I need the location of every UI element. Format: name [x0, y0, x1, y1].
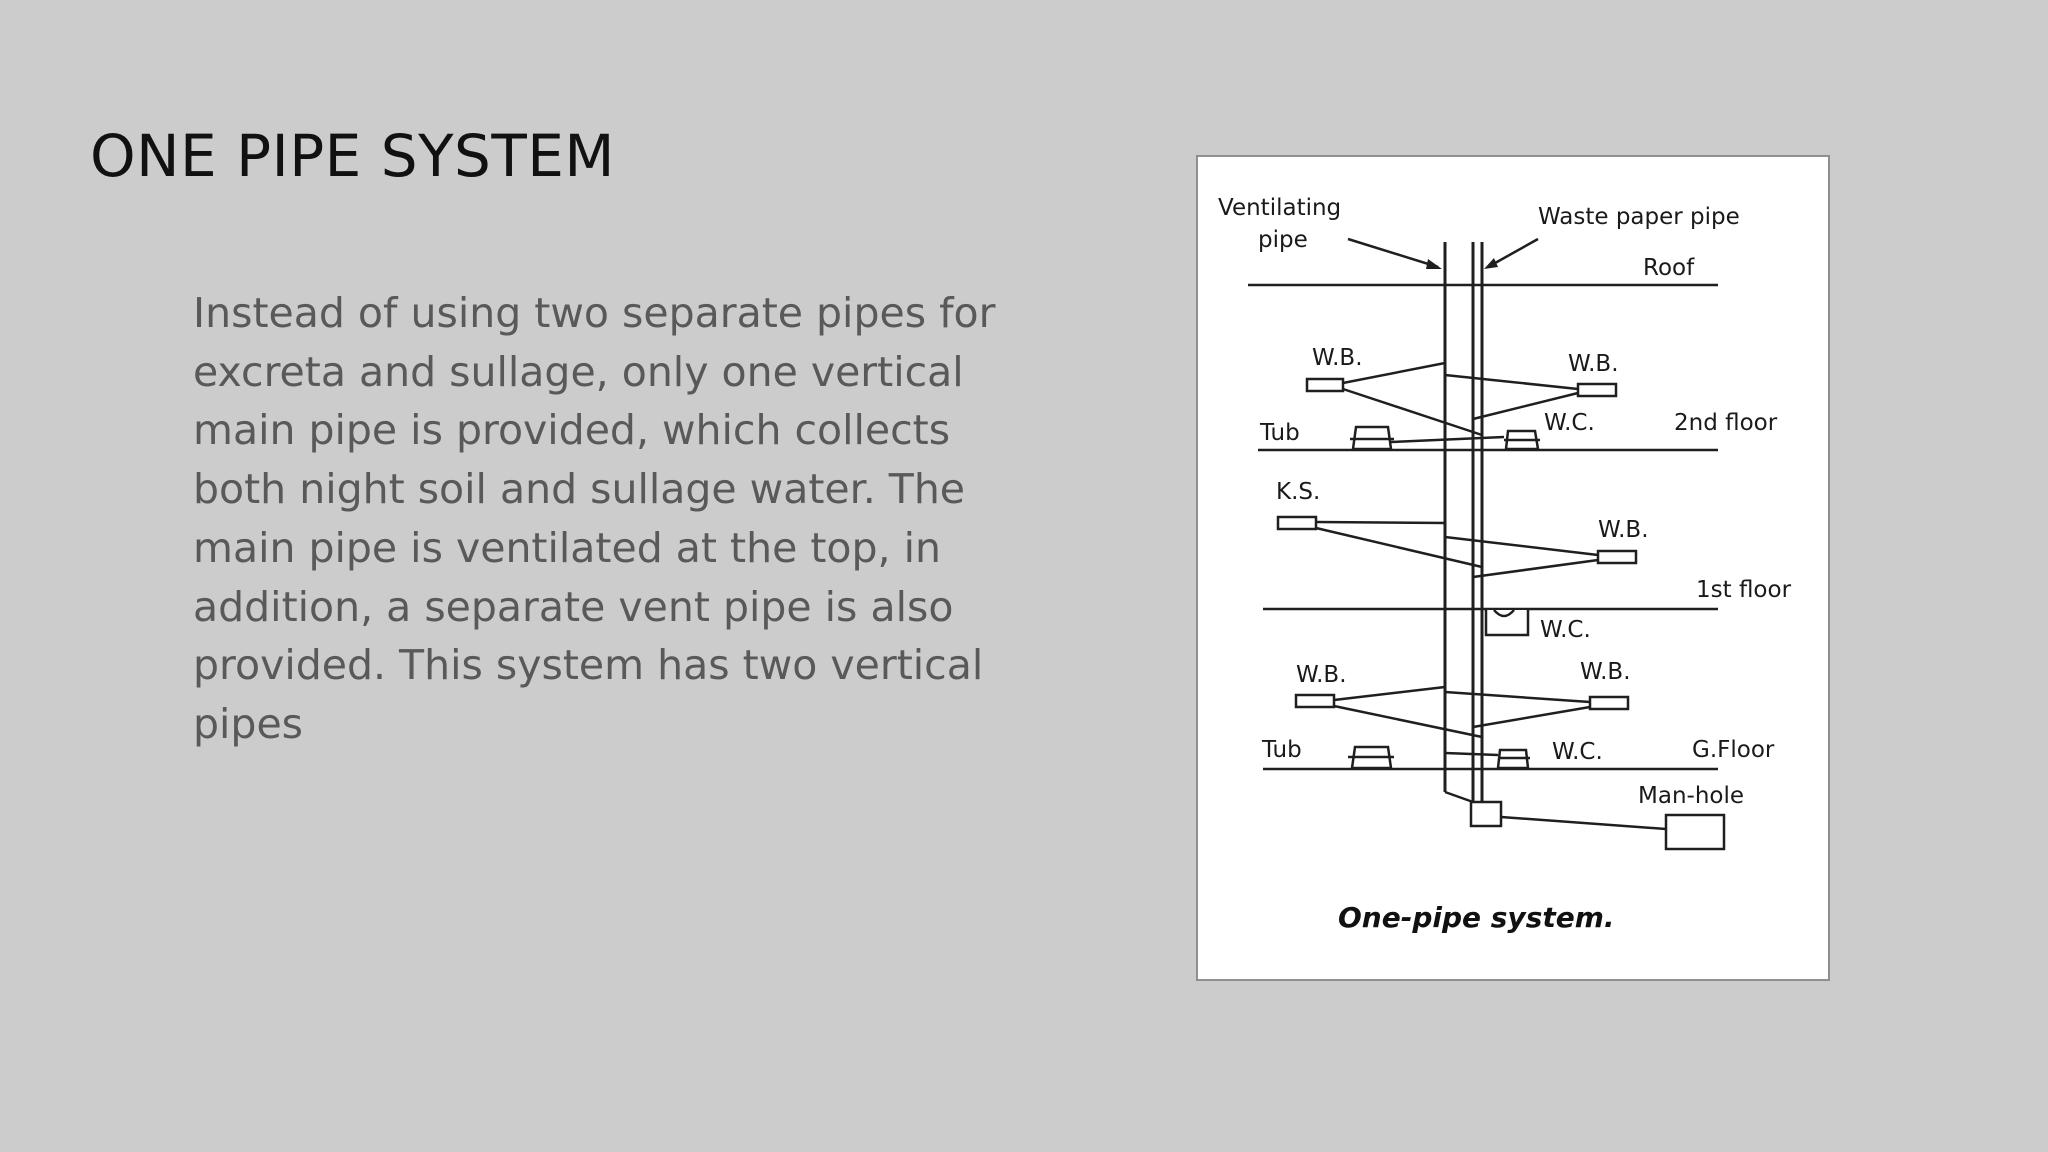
kitchen-sink [1276, 515, 1318, 531]
label-tub-2nd: Tub [1259, 420, 1300, 446]
wash-basin-2nd-right [1576, 382, 1618, 398]
label-wc-2nd: W.C. [1544, 410, 1595, 436]
label-wb-2nd-right: W.B. [1568, 351, 1619, 377]
diagram-caption: One-pipe system. [1338, 901, 1615, 934]
label-wb-1st-right: W.B. [1598, 517, 1649, 543]
label-2nd-floor: 2nd floor [1674, 410, 1778, 436]
wash-basin-2nd-left [1305, 377, 1345, 393]
label-manhole: Man-hole [1638, 783, 1744, 809]
label-1st-floor: 1st floor [1696, 577, 1792, 603]
one-pipe-system-diagram: Ventilating pipe Waste paper pipe Roof W… [1196, 155, 1830, 981]
slide-title: ONE PIPE SYSTEM [90, 122, 615, 190]
label-wb-ground-left: W.B. [1296, 662, 1347, 688]
label-ks: K.S. [1276, 479, 1320, 505]
label-g-floor: G.Floor [1692, 737, 1775, 763]
manhole [1664, 813, 1726, 851]
slide-body-text: Instead of using two separate pipes for … [193, 289, 996, 748]
label-ventilating: Ventilating [1218, 195, 1341, 221]
label-tub-ground: Tub [1261, 737, 1302, 763]
label-wc-1st: W.C. [1540, 617, 1591, 643]
wc-1st [1484, 610, 1530, 637]
label-wb-2nd-left: W.B. [1312, 345, 1363, 371]
label-waste-paper-pipe: Waste paper pipe [1538, 204, 1740, 230]
wash-basin-1st-right [1596, 549, 1638, 565]
label-wc-ground: W.C. [1552, 739, 1603, 765]
wash-basin-ground-left [1294, 693, 1336, 709]
label-wb-ground-right: W.B. [1580, 659, 1631, 685]
label-pipe: pipe [1258, 227, 1308, 253]
label-roof: Roof [1643, 255, 1695, 281]
inspection-chamber [1469, 800, 1503, 828]
wash-basin-ground-right [1588, 695, 1630, 711]
